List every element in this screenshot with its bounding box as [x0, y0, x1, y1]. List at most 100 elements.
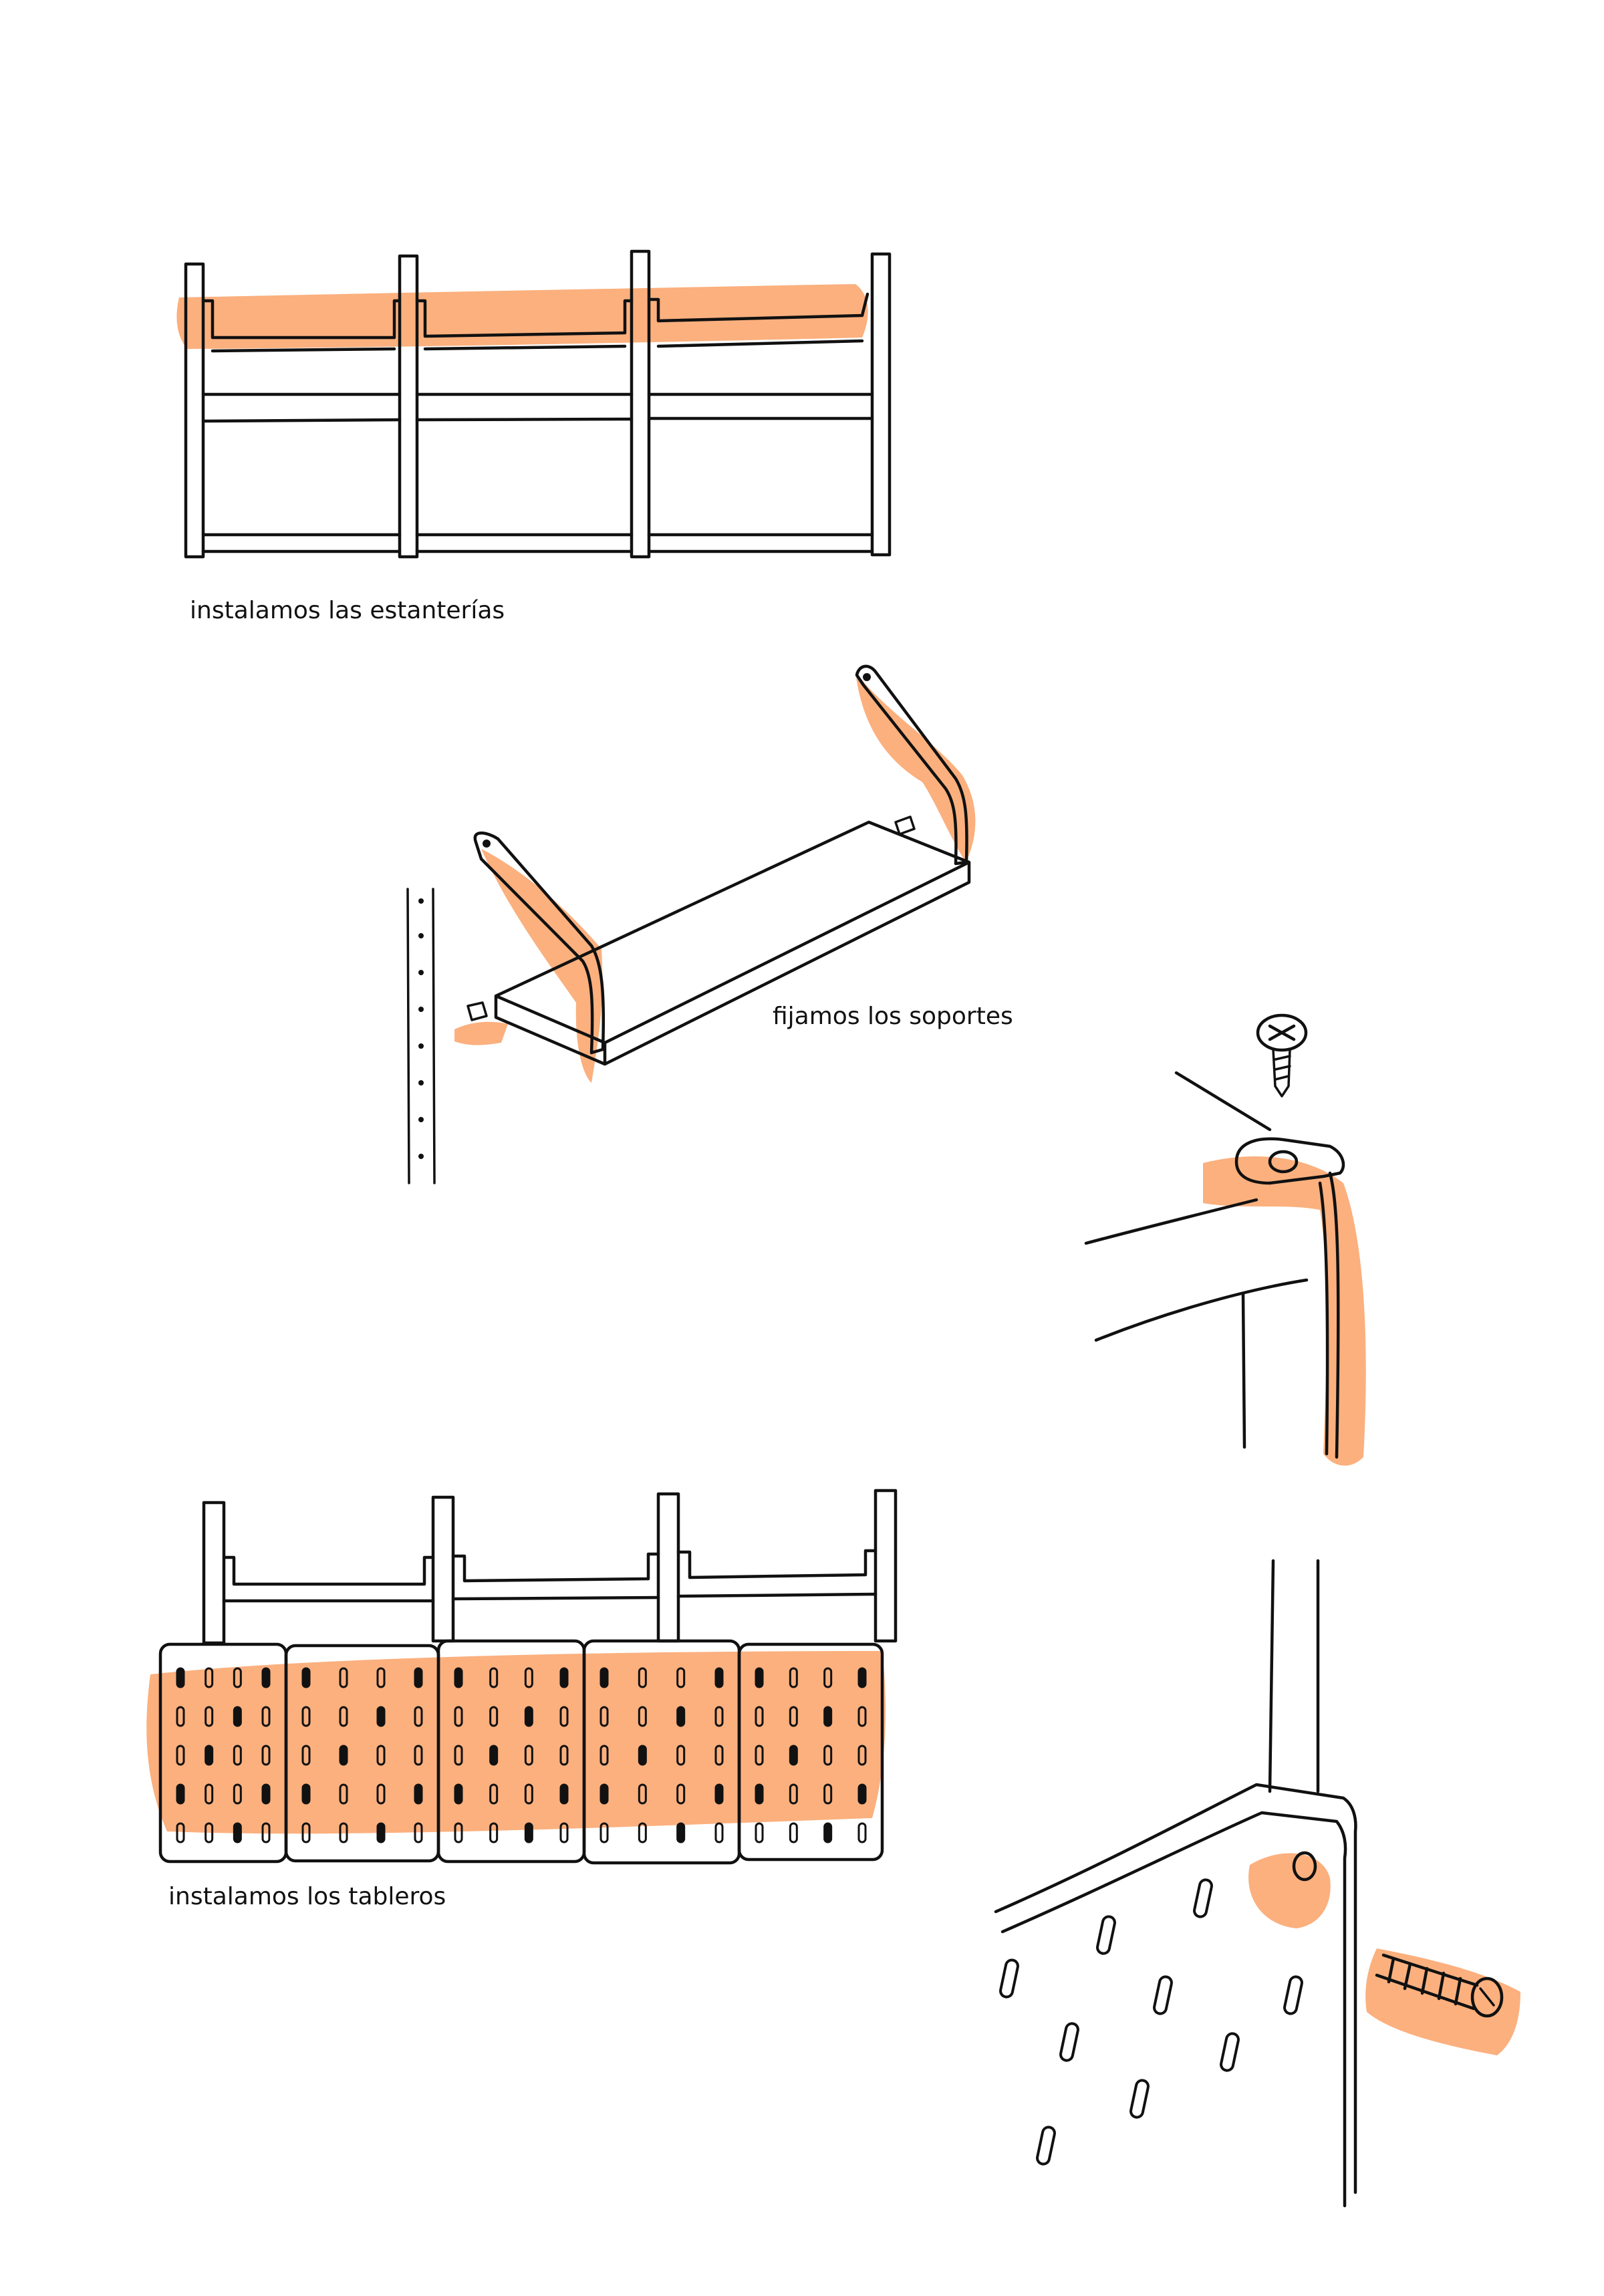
- pegboard-slot: [489, 1745, 499, 1766]
- pegboard-slot: [857, 1745, 867, 1766]
- pegboard-top-rail: [222, 1549, 878, 1603]
- detail-pegboard-slot: [1283, 1975, 1303, 2015]
- top-rail: [201, 292, 870, 353]
- pegboard-slot: [205, 1822, 214, 1843]
- detail-shelf-edge: [1084, 1071, 1309, 1449]
- pegboard-slots: [176, 1667, 867, 1843]
- detail-peg-hole: [1292, 1851, 1317, 1882]
- pegboard-slot: [376, 1822, 386, 1843]
- detail-plug-highlight: [1365, 1948, 1520, 2055]
- shelf-board: [494, 820, 971, 1066]
- pegboard-slot: [559, 1706, 569, 1727]
- detail-pegboard-slot: [1036, 2126, 1056, 2166]
- pegboard-slot: [489, 1822, 499, 1843]
- pegboard-slot: [823, 1706, 833, 1727]
- pegboard-slot: [789, 1822, 798, 1843]
- pegboard-slot: [176, 1822, 185, 1843]
- detail-pegboard-slot: [1129, 2079, 1150, 2119]
- pegboard-slot: [599, 1706, 609, 1727]
- pegboard-slot: [638, 1822, 647, 1843]
- detail-bracket-lug: [1234, 1137, 1345, 1185]
- pegboard-slot: [857, 1706, 867, 1727]
- pegboard-slot: [205, 1667, 214, 1688]
- rail-highlight: [176, 284, 868, 349]
- pegboard-slot: [233, 1822, 242, 1843]
- pegboard-slot: [755, 1745, 764, 1766]
- upright: [431, 1495, 455, 1643]
- pegboard-slot: [789, 1745, 798, 1766]
- shelf-clip-right: [894, 815, 916, 836]
- pegboard-slot: [755, 1783, 764, 1805]
- pegboard-slot: [233, 1745, 242, 1766]
- pegboard-slot: [339, 1706, 348, 1727]
- pegboard-slot: [205, 1706, 214, 1727]
- detail-pegboard-slot: [1220, 2032, 1240, 2072]
- pegboard-slot: [676, 1667, 686, 1688]
- upright: [874, 1489, 898, 1643]
- clip-highlight: [454, 1021, 508, 1045]
- bracket-left: [473, 832, 606, 1055]
- pegboard-slot: [676, 1822, 686, 1843]
- bracket-hole: [863, 673, 871, 681]
- step1-shelving-rails: [176, 249, 892, 559]
- pegboard-slot: [339, 1783, 348, 1805]
- pegboard-highlight: [146, 1651, 886, 1834]
- pegboard-slot: [714, 1706, 724, 1727]
- detail-bracket-arm: [1318, 1171, 1340, 1459]
- middle-rail: [201, 392, 874, 423]
- pegboard-slot: [489, 1667, 499, 1688]
- pegboard-slot: [489, 1706, 499, 1727]
- pegboard-slot: [301, 1745, 311, 1766]
- pegboard-slot: [376, 1706, 386, 1727]
- upright: [656, 1492, 680, 1643]
- pegboard-slot: [638, 1667, 647, 1688]
- pegboard-slot: [714, 1783, 724, 1805]
- bottom-rail: [201, 533, 874, 553]
- wall-plug-icon: [1375, 1953, 1504, 2018]
- wall-upright: [406, 888, 436, 1184]
- pegboard-slot: [176, 1667, 185, 1688]
- pegboard-slot: [599, 1745, 609, 1766]
- pegboard-slot: [261, 1706, 271, 1727]
- pegboard-slot: [789, 1667, 798, 1688]
- detail-pegboard-slot: [1096, 1915, 1116, 1955]
- step2-shelf-brackets: [406, 664, 976, 1184]
- pegboard-slot: [599, 1667, 609, 1688]
- pegboard-slot: [261, 1745, 271, 1766]
- pegboard-slot: [205, 1783, 214, 1805]
- pegboard-slot: [176, 1745, 185, 1766]
- detail-pegboard-plug: [994, 1559, 1520, 2208]
- pegboard-slot: [414, 1822, 423, 1843]
- step2-caption: fijamos los soportes: [773, 1003, 1013, 1030]
- pegboard-slot: [857, 1783, 867, 1805]
- upright: [398, 254, 419, 559]
- pegboard-slot: [261, 1822, 271, 1843]
- pegboard-slot: [524, 1667, 533, 1688]
- pegboard-slot: [414, 1667, 423, 1688]
- bracket-hole: [483, 840, 491, 848]
- pegboard-panel: [737, 1642, 884, 1862]
- pegboard-slot: [524, 1745, 533, 1766]
- pegboard-slot: [559, 1783, 569, 1805]
- pegboard-slot: [261, 1667, 271, 1688]
- pegboard-slot: [559, 1822, 569, 1843]
- pegboard-slot: [823, 1667, 833, 1688]
- pegboard-slot: [524, 1706, 533, 1727]
- pegboard-slot: [301, 1783, 311, 1805]
- pegboard-slot: [301, 1822, 311, 1843]
- pegboard-slot: [823, 1783, 833, 1805]
- detail-hole-highlight: [1248, 1853, 1331, 1928]
- detail-upright: [1268, 1559, 1320, 1793]
- detail-pegboard-slot: [1153, 1975, 1173, 2015]
- pegboard-slot: [339, 1822, 348, 1843]
- upright: [202, 1501, 226, 1645]
- pegboard-slot: [454, 1706, 463, 1727]
- pegboard-slot: [857, 1667, 867, 1688]
- step1-caption: instalamos las estanterías: [190, 597, 505, 624]
- pegboard-slot: [755, 1667, 764, 1688]
- pegboard-slot: [414, 1745, 423, 1766]
- pegboard-slot: [559, 1745, 569, 1766]
- shelf-clip-left: [466, 1001, 488, 1021]
- pegboard-slot: [233, 1783, 242, 1805]
- pegboard-slot: [376, 1745, 386, 1766]
